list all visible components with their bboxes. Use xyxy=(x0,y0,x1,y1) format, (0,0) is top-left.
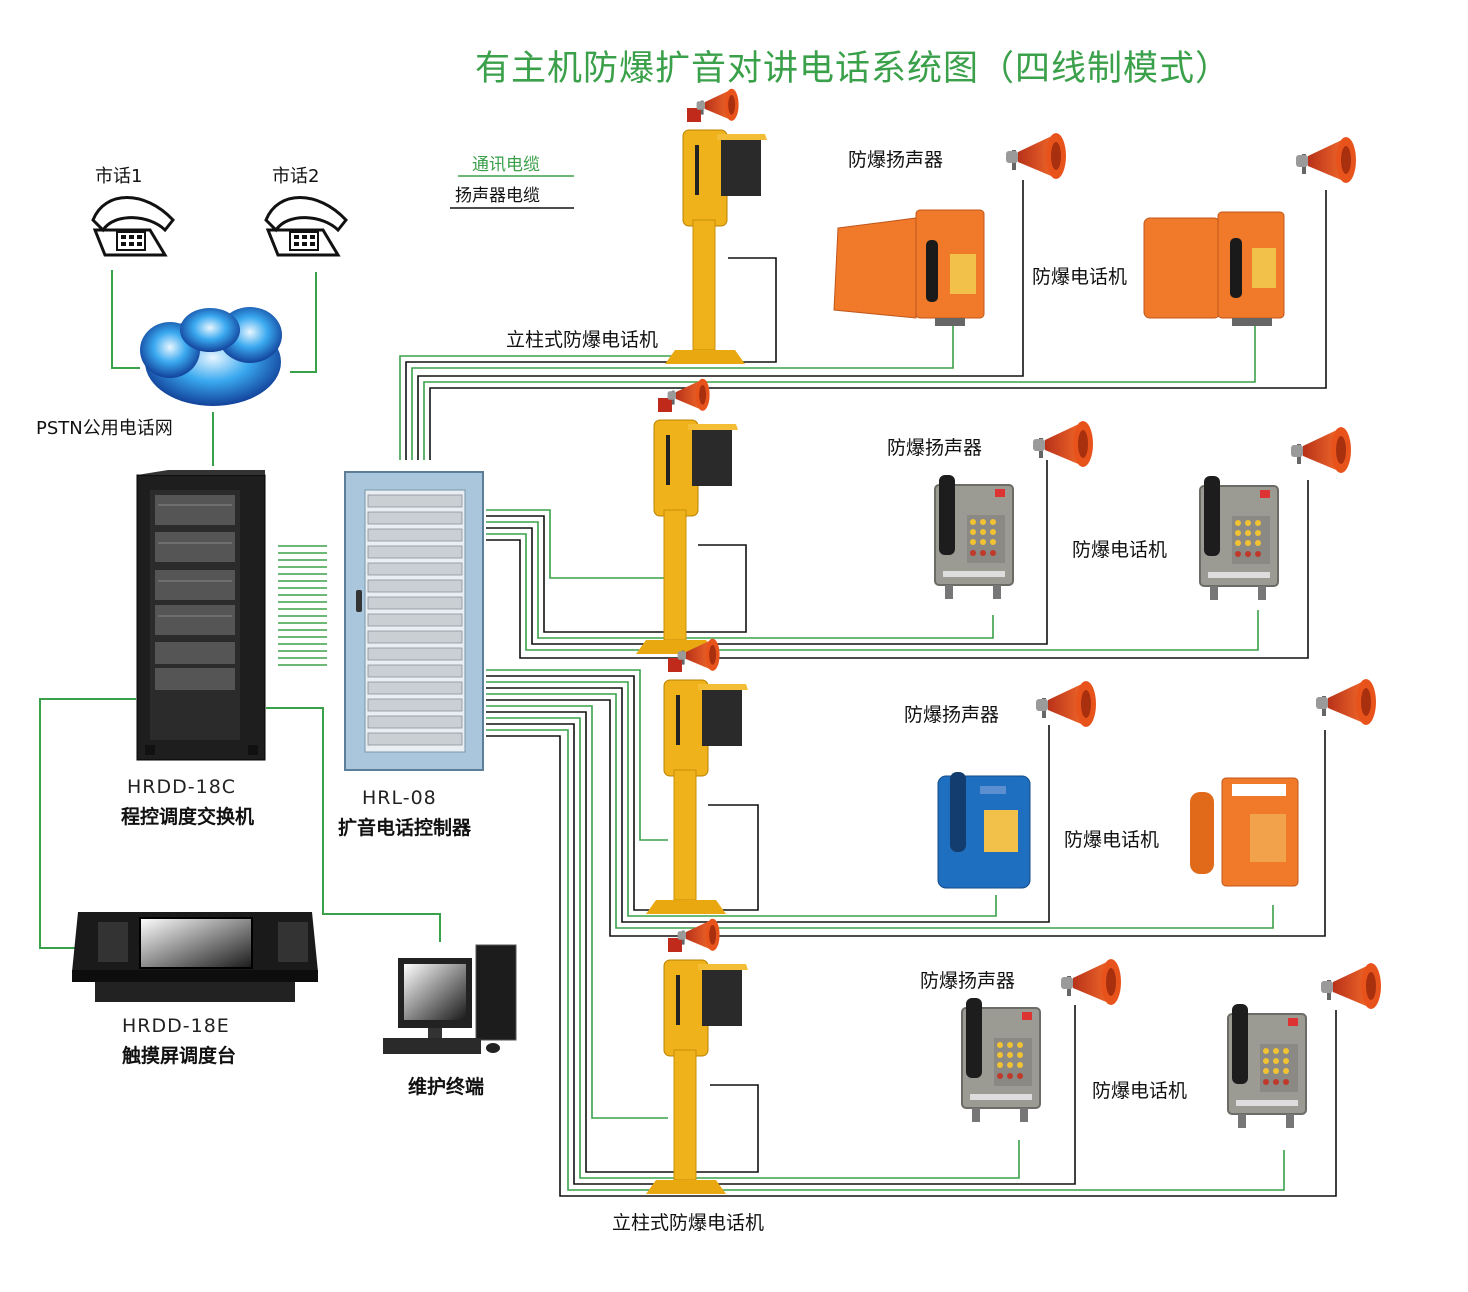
column-phone-icon xyxy=(665,89,767,364)
column-phone-label-bottom: 立柱式防爆电话机 xyxy=(612,1212,765,1234)
console-icon xyxy=(72,912,318,1002)
public-phone-2-label: 市话2 xyxy=(272,166,320,187)
diagram-title: 有主机防爆扩音对讲电话系统图（四线制模式） xyxy=(475,49,1232,89)
column-phone-icon xyxy=(636,379,738,654)
explosion-proof-phone-icon xyxy=(1227,1003,1307,1129)
controller-name: 扩音电话控制器 xyxy=(338,817,472,839)
console-name: 触摸屏调度台 xyxy=(122,1045,237,1067)
column-phone-icon xyxy=(646,919,748,1194)
explosion-proof-phone-icon xyxy=(937,772,1031,889)
public-phone-2-icon xyxy=(264,196,348,257)
column-phone-label-top: 立柱式防爆电话机 xyxy=(506,329,659,351)
row3-speaker-label: 防爆扬声器 xyxy=(904,704,1000,726)
speaker-horn-icon xyxy=(1061,959,1121,1005)
speaker-horn-icon xyxy=(1296,137,1356,183)
exchange-model: HRDD-18C xyxy=(127,776,237,798)
exchange-cabinet-icon xyxy=(136,470,266,761)
explosion-proof-phone-icon xyxy=(934,474,1014,600)
terminal-name: 维护终端 xyxy=(408,1076,485,1098)
exchange-name: 程控调度交换机 xyxy=(121,806,255,828)
explosion-proof-phone-icon xyxy=(1199,475,1279,601)
explosion-proof-phone-icon xyxy=(1190,777,1299,887)
public-phone-1-label: 市话1 xyxy=(95,166,143,187)
controller-cabinet-icon xyxy=(344,471,484,771)
row2-speaker-label: 防爆扬声器 xyxy=(887,437,983,459)
row1-speaker-label: 防爆扬声器 xyxy=(848,149,944,171)
public-phone-1-icon xyxy=(91,196,175,257)
legend-comm-cable: 通讯电缆 xyxy=(472,155,540,175)
pstn-cloud-icon xyxy=(140,307,282,406)
column-phone-icon xyxy=(646,639,748,914)
speaker-horn-icon xyxy=(1033,421,1093,467)
controller-model: HRL-08 xyxy=(362,787,437,809)
speaker-horn-icon xyxy=(1291,427,1351,473)
pstn-label: PSTN公用电话网 xyxy=(36,418,173,439)
row2-phone-label: 防爆电话机 xyxy=(1072,539,1168,561)
terminal-icon xyxy=(383,944,517,1054)
speaker-horn-icon xyxy=(1321,963,1381,1009)
speaker-horn-icon xyxy=(1316,679,1376,725)
row4-phone-label: 防爆电话机 xyxy=(1092,1080,1188,1102)
explosion-proof-phone-icon xyxy=(833,209,985,326)
row4-speaker-label: 防爆扬声器 xyxy=(920,970,1016,992)
speaker-horn-icon xyxy=(1036,681,1096,727)
explosion-proof-phone-icon xyxy=(961,997,1041,1123)
console-model: HRDD-18E xyxy=(122,1015,230,1037)
row3-phone-label: 防爆电话机 xyxy=(1064,829,1160,851)
speaker-horn-icon xyxy=(1006,133,1066,179)
legend-speaker-cable: 扬声器电缆 xyxy=(455,186,540,206)
explosion-proof-phone-icon xyxy=(1143,211,1285,326)
row1-phone-label: 防爆电话机 xyxy=(1032,266,1128,288)
